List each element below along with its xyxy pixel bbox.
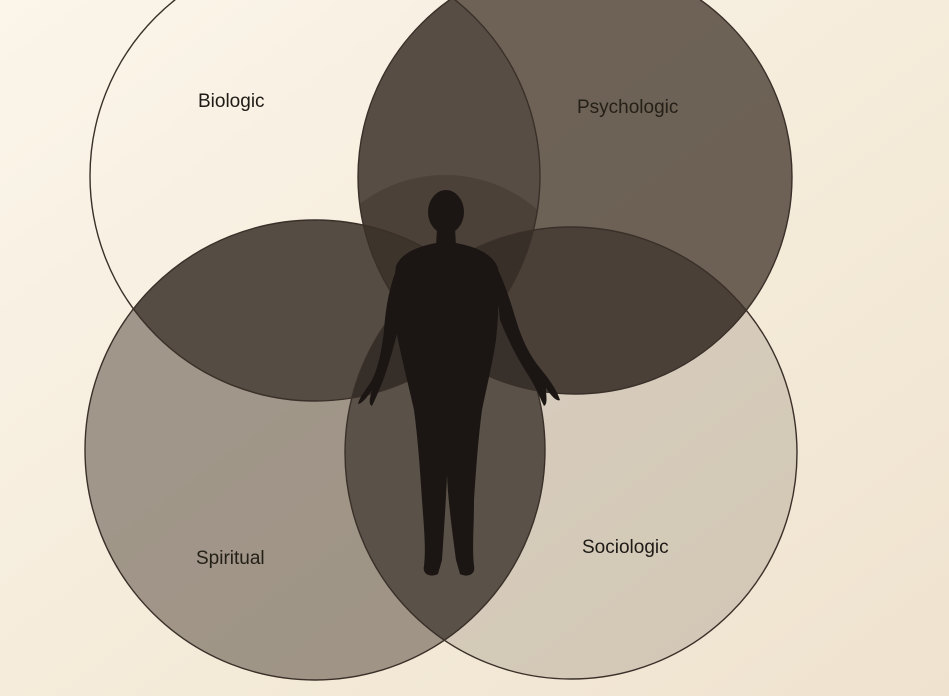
biologic-label: Biologic	[198, 91, 265, 112]
sociologic-label: Sociologic	[582, 537, 669, 558]
spiritual-label: Spiritual	[196, 548, 265, 569]
psychologic-label: Psychologic	[577, 97, 678, 118]
